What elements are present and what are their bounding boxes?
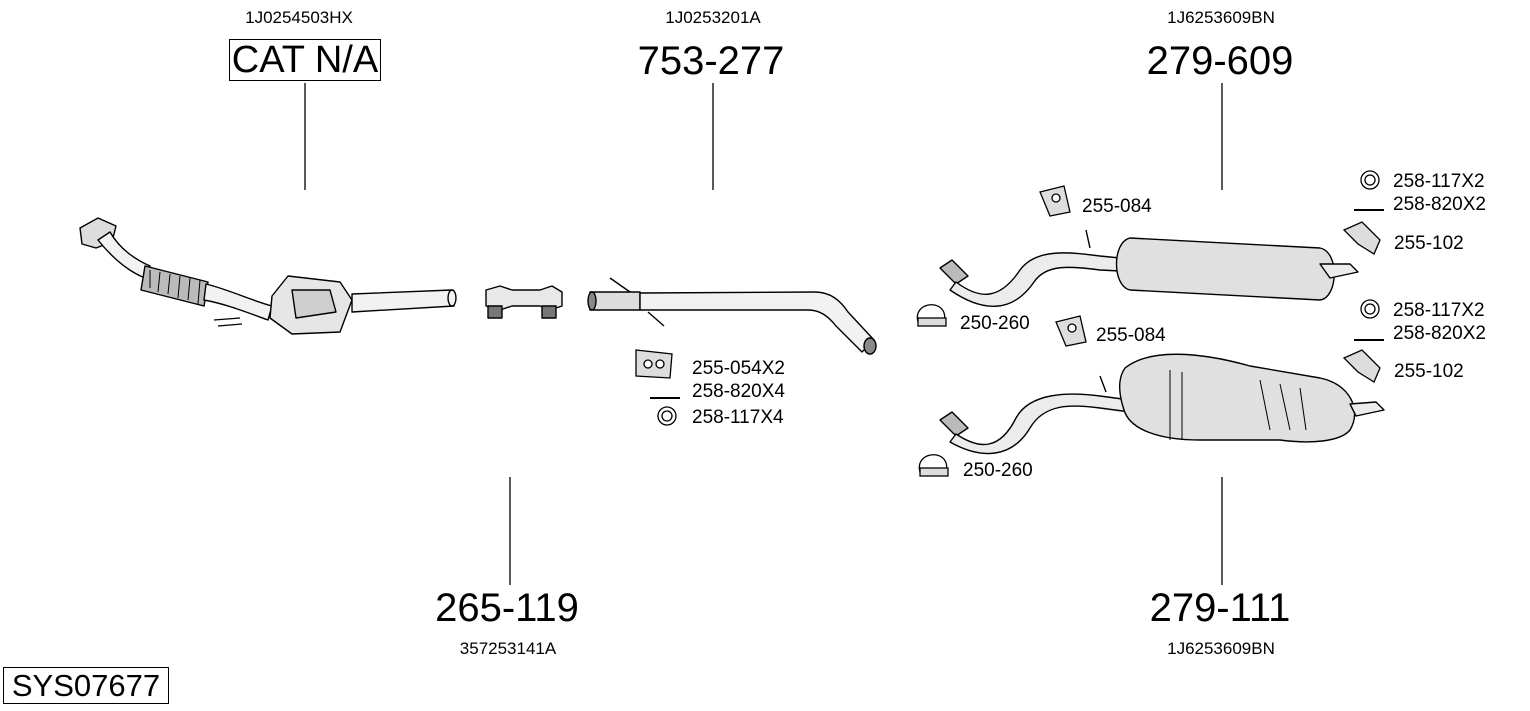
oe-number: 357253141A: [459, 639, 557, 658]
nut-icon: [1360, 170, 1380, 190]
part-number[interactable]: 279-111: [1149, 586, 1291, 630]
catalyst-drawing: [79, 217, 457, 335]
accessory-label[interactable]: 258-820X2: [1393, 323, 1486, 344]
part-number-box[interactable]: CAT N/A: [229, 39, 381, 81]
part-number[interactable]: 753-277: [637, 39, 785, 83]
clamp-drawing: [485, 285, 563, 319]
accessory-label[interactable]: 258-117X2: [1393, 300, 1485, 321]
accessory-label[interactable]: 255-084: [1096, 325, 1166, 346]
accessory-label[interactable]: 250-260: [963, 460, 1033, 481]
accessory-label[interactable]: 258-820X4: [692, 381, 785, 402]
part-number[interactable]: 265-119: [435, 586, 579, 630]
accessory-label[interactable]: 258-117X2: [1393, 171, 1485, 192]
intermediate-pipe-drawing: [587, 277, 877, 355]
accessory-label[interactable]: 255-102: [1394, 361, 1464, 382]
hanger-icon: [1055, 315, 1087, 347]
accessory-label[interactable]: 258-117X4: [692, 407, 784, 428]
oe-number: 1J0253201A: [665, 8, 761, 27]
bracket-icon: [1342, 349, 1381, 383]
accessory-label[interactable]: 255-084: [1082, 196, 1152, 217]
hanger-icon: [1039, 185, 1071, 217]
system-id-label: SYS07677: [3, 667, 169, 704]
rear-silencer-a-drawing: [939, 229, 1359, 307]
accessory-label[interactable]: 255-054X2: [692, 358, 785, 379]
accessory-label[interactable]: 258-820X2: [1393, 194, 1486, 215]
accessory-label[interactable]: 255-102: [1394, 233, 1464, 254]
rear-silencer-b-drawing: [939, 353, 1385, 455]
oe-number: 1J6253609BN: [1167, 8, 1275, 27]
nut-icon: [657, 406, 677, 426]
pipe-clamp-icon: [918, 454, 949, 477]
oe-number: 1J0254503HX: [245, 8, 353, 27]
nut-icon: [1360, 299, 1380, 319]
hanger-icon: [635, 349, 673, 379]
pipe-clamp-icon: [916, 304, 947, 327]
bracket-icon: [1342, 221, 1381, 255]
accessory-label[interactable]: 250-260: [960, 313, 1030, 334]
oe-number: 1J6253609BN: [1167, 639, 1275, 658]
part-number[interactable]: 279-609: [1146, 39, 1294, 83]
